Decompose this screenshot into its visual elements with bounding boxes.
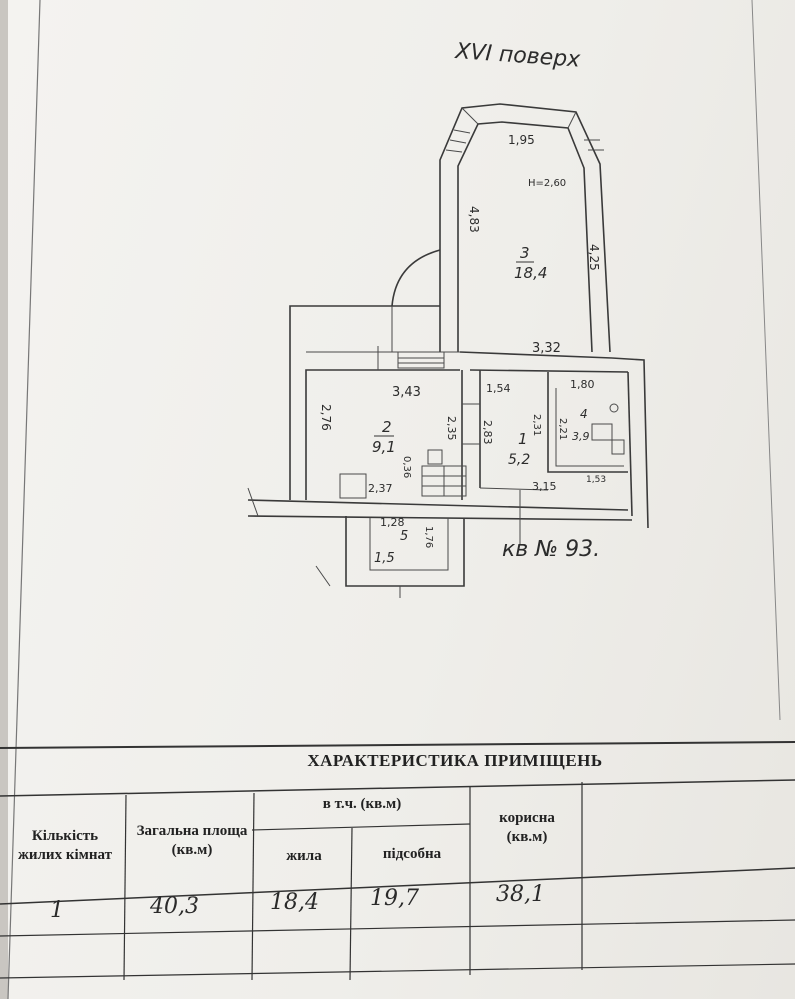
value-living-area: 18,4 (270, 890, 319, 915)
dim-3-15: 3,15 (532, 480, 557, 493)
room-4-area: 3,9 (572, 430, 590, 443)
room-3-walls (439, 103, 611, 353)
table-title: ХАРАКТЕРИСТИКА ПРИМІЩЕНЬ (307, 751, 603, 771)
dim-1-53: 1,53 (586, 475, 606, 485)
dim-2-37: 2,37 (368, 482, 393, 495)
dim-2-21: 2,21 (557, 418, 568, 440)
dim-4-25: 4,25 (587, 244, 601, 271)
apartment-number: кв № 93. (502, 537, 600, 562)
value-total-area: 40,3 (150, 894, 199, 919)
apartment-walls (247, 249, 649, 529)
room-2-area: 9,1 (372, 438, 396, 456)
dim-3-43: 3,43 (392, 385, 421, 400)
room-3-area: 18,4 (514, 264, 547, 282)
room-3-number: 3 (520, 244, 530, 262)
dim-1-95: 1,95 (508, 133, 535, 147)
dim-height: H=2,60 (528, 178, 566, 189)
room-5-area: 1,5 (374, 551, 395, 566)
col-header-useful: корисна (кв.м) (499, 810, 555, 845)
room-1-area: 5,2 (508, 452, 530, 468)
dim-1-54: 1,54 (486, 382, 511, 395)
dim-2-76: 2,76 (319, 404, 333, 431)
value-rooms: 1 (50, 898, 64, 923)
room-2-number: 2 (382, 418, 392, 436)
dim-2-35: 2,35 (445, 416, 458, 441)
value-auxiliary-area: 19,7 (370, 886, 419, 911)
paper-sheet (8, 0, 795, 999)
col-header-auxiliary: підсобна (382, 845, 442, 862)
dimension-labels: 1,95 H=2,60 4,83 4,25 3,32 3,43 1,54 1,8… (319, 133, 606, 548)
col-header-living: жила (286, 847, 322, 864)
dim-1-80: 1,80 (570, 378, 595, 391)
floor-note: XVI поверх (454, 39, 582, 73)
value-useful-area: 38,1 (496, 882, 545, 907)
room-5-number: 5 (400, 529, 408, 544)
col-header-rooms: Кількість жилих кімнат (18, 828, 112, 863)
dim-2-31: 2,31 (531, 414, 542, 436)
interior-partitions (339, 346, 628, 544)
table-grid (0, 741, 795, 981)
col-header-including: в т.ч. (кв.м) (322, 795, 402, 812)
room-labels: 3 18,4 2 9,1 1 5,2 4 3,9 5 1,5 (372, 244, 590, 566)
right-border-line (751, 0, 781, 721)
left-border-line (7, 0, 41, 999)
dim-0-36: 0,36 (401, 456, 412, 478)
room-1-number: 1 (518, 430, 528, 448)
col-header-total-area: Загальна площа (кв.м) (136, 823, 248, 858)
dim-4-83: 4,83 (467, 206, 481, 233)
dim-1-76: 1,76 (423, 526, 434, 548)
dim-3-32: 3,32 (532, 341, 561, 356)
room-4-number: 4 (580, 407, 588, 421)
dim-1-28: 1,28 (380, 516, 405, 529)
dim-2-83: 2,83 (481, 420, 494, 445)
room-5-walls (315, 516, 465, 598)
